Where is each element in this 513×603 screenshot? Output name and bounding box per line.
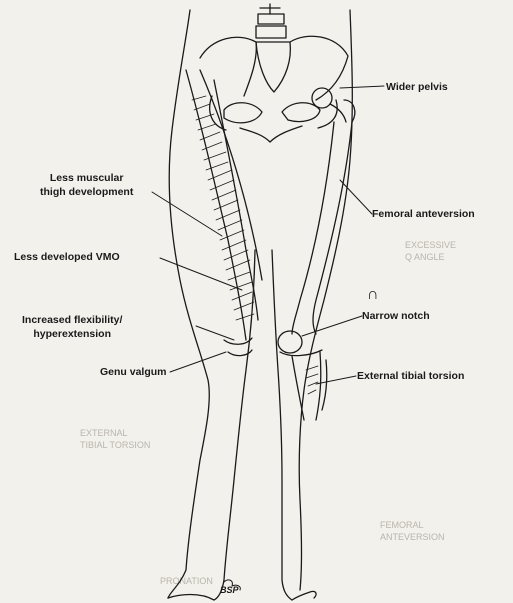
pelvic-inlet-left [224,103,262,123]
label-wider-pelvis: Wider pelvis [386,80,448,94]
leader-tibial-torsion [316,376,356,384]
fibula [322,360,327,410]
label-femoral-anteversion: Femoral anteversion [372,207,475,221]
label-less-muscular: Less muscular thigh development [40,171,133,199]
sartorius [200,70,262,280]
patella [278,331,302,353]
label-narrow-notch: Narrow notch [362,309,430,323]
label-genu-valgum: Genu valgum [100,365,167,379]
iliac-crest-right [290,36,348,100]
femoral-head [312,88,332,108]
body-outline-right [299,10,352,590]
femur-shaft-lateral [313,122,352,334]
artist-signature: BSP [220,583,239,597]
leader-narrow-notch [302,316,362,336]
spine-process [260,4,280,14]
leader-vmo [160,258,242,290]
greater-trochanter [344,100,355,122]
leader-lines [152,86,384,384]
femur-shaft-medial [292,122,334,334]
leader-increased-flex [196,326,234,340]
left-knee [224,338,252,344]
leader-wider-pelvis [340,86,384,88]
spine-vertebra-2 [256,26,286,38]
label-less-developed-vmo: Less developed VMO [14,250,120,264]
label-less-muscular-line2: thigh development [40,185,133,199]
label-increased-flexibility: Increased flexibility/ hyperextension [22,313,122,341]
left-foot [168,595,214,601]
femoral-neck [330,104,346,122]
label-external-tibial-torsion: External tibial torsion [357,369,464,383]
spine-vertebra-1 [258,14,284,24]
body-outline-left [168,10,209,598]
leader-less-muscular [152,192,222,236]
inner-leg-right [272,250,292,600]
iliac-crest-left [200,37,256,96]
leader-genu-valgum [170,352,226,372]
pelvic-inlet-right [282,103,320,122]
tibia-lateral [316,352,321,420]
tibia-medial [292,356,304,420]
narrow-notch-symbol: ∩ [367,288,379,302]
label-less-muscular-line1: Less muscular [40,171,133,185]
label-increased-flex-line1: Increased flexibility/ [22,313,122,327]
pubic-arch [240,126,302,142]
leader-femoral-anteversion [340,180,372,214]
label-increased-flex-line2: hyperextension [22,327,122,341]
right-foot [292,591,316,600]
inner-leg-left [214,250,255,600]
sacrum [256,42,290,92]
